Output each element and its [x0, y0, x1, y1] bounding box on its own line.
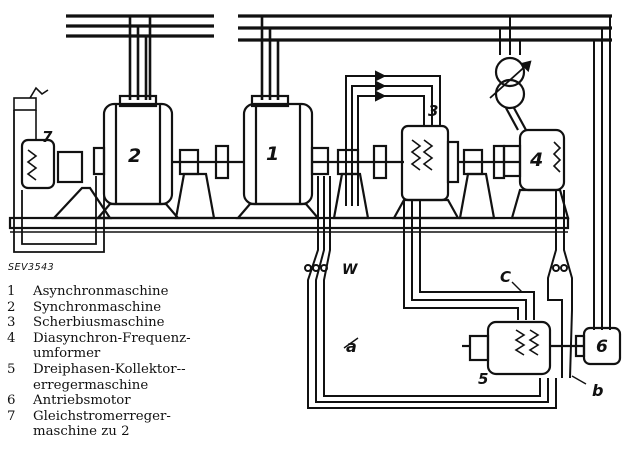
- label-conductor-c: C: [500, 268, 511, 286]
- legend-text-continuation: erregermaschine: [33, 377, 149, 393]
- transformer: [489, 56, 532, 131]
- label-machine-3: 3: [428, 102, 438, 120]
- legend-item: 4 Diasynchron-Frequenz-: [7, 331, 297, 347]
- label-machine-6: 6: [596, 337, 608, 357]
- label-machine-4: 4: [529, 149, 543, 171]
- legend-number: 6: [7, 393, 16, 409]
- legend-item: 5 Dreiphasen-Kollektor--: [7, 362, 297, 378]
- coupling-3-4: [458, 144, 520, 220]
- machine-5-commutator-exciter: [462, 320, 584, 376]
- base-plate: [8, 216, 570, 233]
- legend-number: 7: [7, 408, 16, 424]
- label-conductor-b: b: [592, 381, 603, 400]
- cable-3-to-5: [403, 200, 535, 320]
- feeder-transformer: [499, 16, 521, 55]
- legend: 1 Asynchronmaschine 2 Synchronmaschine 3 Sche…: [7, 284, 297, 440]
- coupling-2-1: [172, 144, 244, 220]
- cable-4-to-5: [547, 190, 573, 379]
- legend-text: Antriebsmotor: [33, 393, 131, 409]
- legend-item: 2 Synchronmaschine: [7, 300, 297, 316]
- figure-code: SEV3543: [8, 262, 55, 273]
- legend-number: 1: [7, 284, 16, 299]
- legend-text: Dreiphasen-Kollektor--: [33, 361, 186, 377]
- legend-text: Scherbiusmaschine: [33, 315, 165, 331]
- legend-item: 1 Asynchronmaschine: [7, 284, 297, 300]
- busbar-left: [66, 14, 214, 38]
- label-machine-7: 7: [42, 128, 53, 146]
- machine-6-drive-motor: [574, 326, 622, 366]
- machine-2-synchronous: [92, 94, 181, 220]
- machine-4-frequency-converter: [502, 128, 570, 220]
- legend-text: Gleichstromerreger-: [33, 408, 171, 424]
- legend-number: 2: [7, 299, 16, 315]
- label-conductor-w: W: [342, 262, 358, 278]
- feeder-machine-1: [260, 16, 280, 100]
- leader-lines: [343, 281, 587, 385]
- busbar-right: [238, 14, 612, 42]
- legend-item: 6 Antriebsmotor: [7, 393, 297, 409]
- cable-loop-3: [345, 70, 441, 206]
- exciter-field-leads: [13, 110, 105, 253]
- legend-text-continuation: maschine zu 2: [33, 424, 130, 440]
- feeder-machine-2: [128, 16, 152, 100]
- label-machine-5: 5: [478, 370, 488, 388]
- label-machine-2: 2: [128, 145, 141, 167]
- conductor-w: [304, 176, 557, 409]
- label-machine-1: 1: [266, 143, 279, 165]
- legend-number: 5: [7, 361, 16, 377]
- legend-number: 4: [7, 330, 16, 346]
- feeder-drive-motor: [593, 16, 611, 330]
- label-conductor-a: a: [346, 337, 357, 356]
- legend-text-continuation: umformer: [33, 346, 101, 362]
- legend-item: 3 Scherbiusmaschine: [7, 315, 297, 331]
- exciter-brush-gear: [13, 86, 49, 140]
- legend-text: Synchronmaschine: [33, 299, 162, 315]
- legend-text: Asynchronmaschine: [33, 284, 169, 299]
- machine-7-exciter: [20, 138, 113, 220]
- legend-number: 3: [7, 315, 16, 331]
- legend-text: Diasynchron-Frequenz-: [33, 330, 191, 346]
- machine-1-asynchronous: [235, 94, 330, 220]
- legend-item: 7 Gleichstromerreger-: [7, 409, 297, 425]
